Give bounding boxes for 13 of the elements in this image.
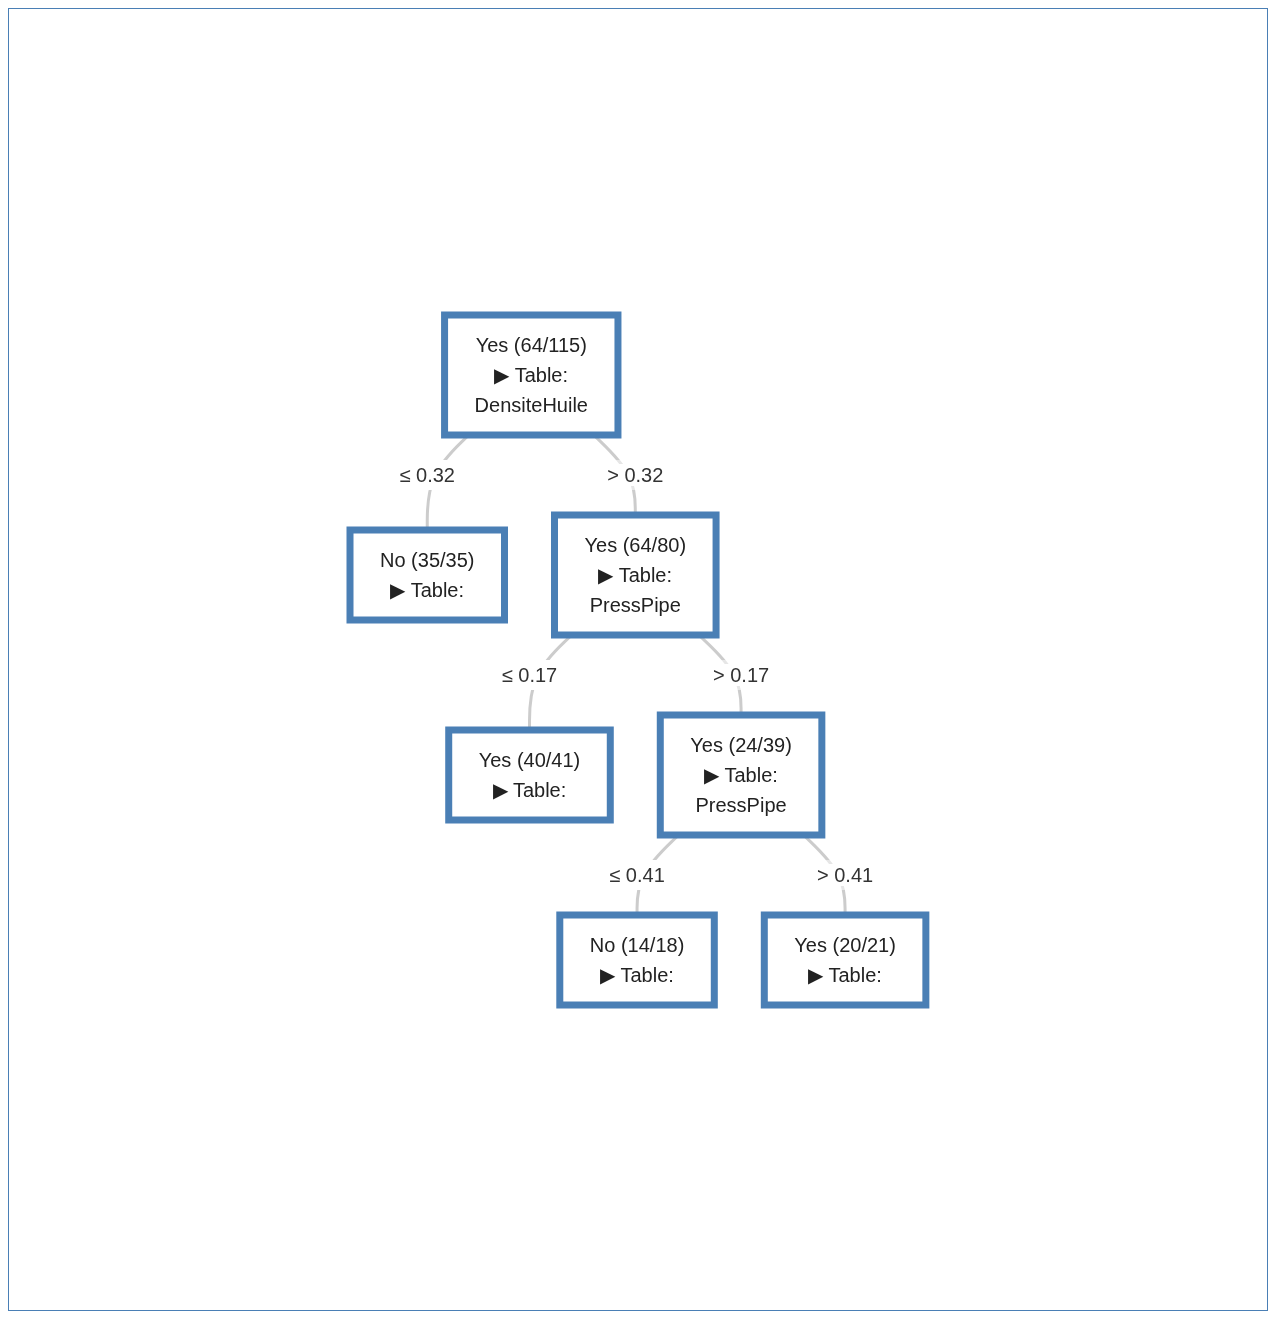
node-box: Yes (20/21) ▶ Table:	[760, 911, 930, 1008]
edge-label: > 0.41	[817, 863, 874, 886]
node-box: Yes (64/115) ▶ Table: DensiteHuile	[441, 311, 622, 438]
edge-label: ≤ 0.17	[501, 663, 558, 686]
node-box: Yes (40/41) ▶ Table:	[445, 726, 614, 823]
edge-label: ≤ 0.41	[609, 863, 665, 886]
node-box: No (14/18) ▶ Table:	[556, 911, 718, 1008]
edge-label: ≤ 0.32	[399, 463, 456, 486]
edge-label: > 0.32	[607, 463, 664, 486]
node-box: Yes (24/39) ▶ Table: PressPipe	[656, 711, 826, 838]
edge-label: > 0.17	[713, 663, 770, 686]
node-box: No (35/35) ▶ Table:	[346, 526, 509, 623]
node-box: Yes (64/80) ▶ Table: PressPipe	[551, 511, 720, 638]
